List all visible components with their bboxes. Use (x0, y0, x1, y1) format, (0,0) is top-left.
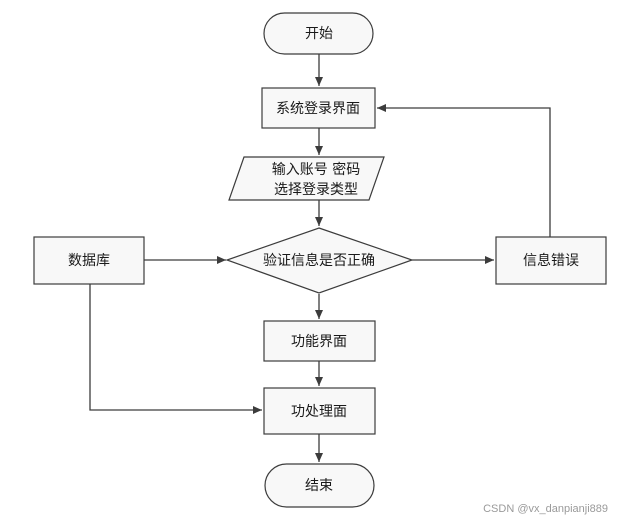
arrow-database-to-process (89, 284, 262, 414)
connectors (89, 54, 551, 462)
database-node: 数据库 (33, 236, 145, 285)
end-label: 结束 (305, 478, 333, 494)
error-label: 信息错误 (523, 252, 579, 269)
arrow-error-to-login (377, 104, 551, 237)
end-node: 结束 (264, 463, 375, 508)
start-label: 开始 (305, 26, 333, 42)
database-label: 数据库 (68, 253, 110, 269)
verify-decision-node: 验证信息是否正确 (225, 227, 414, 294)
input-label-line2: 选择登录类型 (274, 182, 358, 198)
input-node: 输入账号 密码 选择登录类型 (228, 156, 385, 201)
process-screen-label: 功处理面 (291, 404, 347, 420)
error-node: 信息错误 (495, 236, 607, 285)
function-screen-node: 功能界面 (263, 320, 376, 362)
start-node: 开始 (263, 12, 374, 55)
login-screen-label: 系统登录界面 (276, 101, 360, 117)
login-screen-node: 系统登录界面 (261, 87, 376, 129)
function-screen-label: 功能界面 (291, 334, 347, 350)
watermark: CSDN @vx_danpianji889 (483, 503, 608, 515)
input-label-line1: 输入账号 密码 (272, 161, 360, 178)
verify-label: 验证信息是否正确 (263, 252, 375, 269)
process-screen-node: 功处理面 (263, 387, 376, 435)
